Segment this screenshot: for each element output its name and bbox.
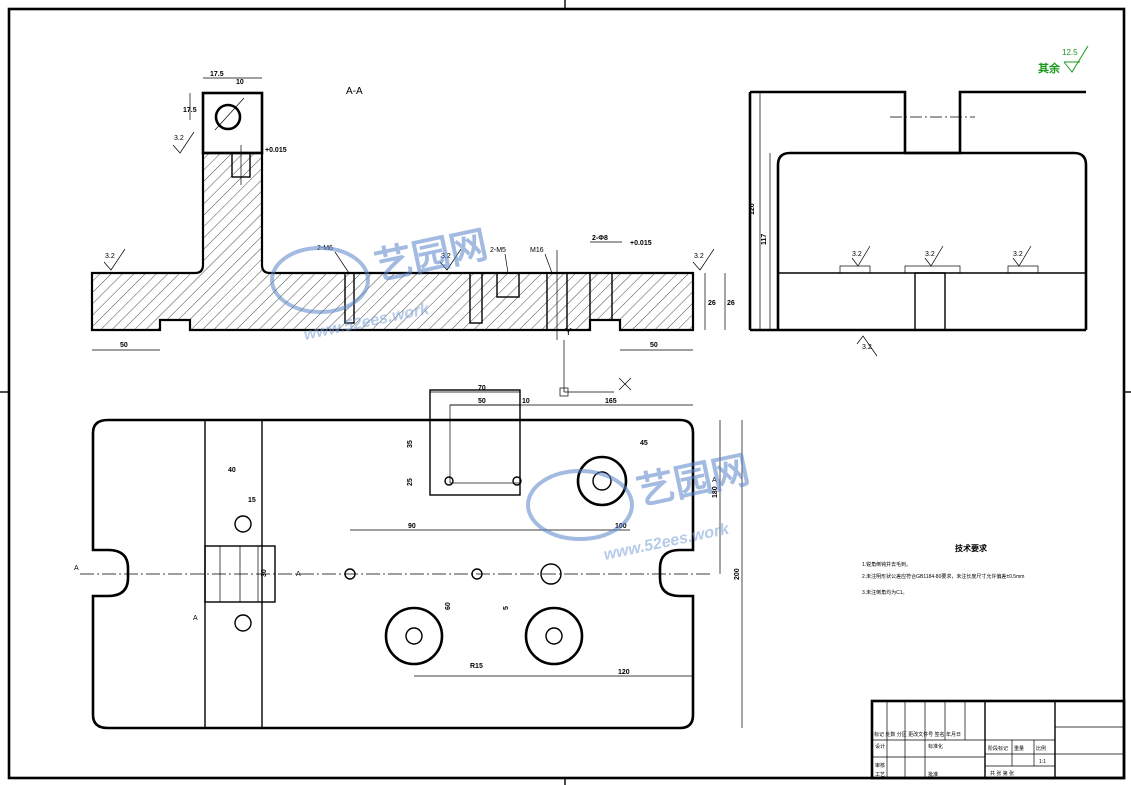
dim-left-width: 50 [120,342,128,349]
tb-weight: 重量 [1014,745,1024,752]
tech-req-line-3: 3.未注倒角均为C1。 [862,589,908,596]
top-boss [201,91,264,155]
section-mark-mid: A [296,571,301,578]
tb-scale: 1:1 [1039,759,1046,765]
plan-view: A A A A 70 50 10 165 35 25 45 40 15 30 9… [74,385,743,730]
tech-req-line-2: 2.未注明形状公差应符合GB1184-80要求，未注长度尺寸允许偏差±0.5mm [862,573,1024,580]
rough-section-1: 3.2 [174,135,184,142]
dim-tolerance: +0.015 [630,240,652,247]
rough-section-2: 3.2 [105,253,115,260]
section-view-a-a: A-A 17.5 10 17.5 50 50 [90,71,735,397]
dim-plan-90: 90 [408,523,416,530]
side-view: 120 117 3.2 3.2 3.2 3.2 [748,90,1088,357]
rough-side-2: 3.2 [925,251,935,258]
rough-section-4: 3.2 [694,253,704,260]
general-roughness-label: 其余 [1038,61,1061,75]
dim-plan-40: 40 [228,467,236,474]
section-body [90,151,695,332]
rough-side-1: 3.2 [852,251,862,258]
tb-sheets: 共 张 第 张 [990,770,1014,777]
section-marks: A A A A [74,477,717,622]
dim-plan-200: 200 [734,568,741,580]
section-dimensions: 17.5 10 17.5 50 50 26 26 2-Φ8 +0.015 +0.… [92,71,735,351]
dim-plan-120: 120 [618,669,630,676]
dim-bore-note: 2-Φ8 [592,235,608,242]
plan-dimensions: 70 50 10 165 35 25 45 40 15 30 90 100 60… [228,385,743,728]
dim-plan-45: 45 [640,440,648,447]
rough-section-3: 3.2 [441,253,451,260]
dim-plan-60: 60 [445,602,452,610]
section-title: A-A [346,86,363,97]
general-roughness-value: 12.5 [1062,48,1078,57]
dim-side-view-h1: 120 [749,203,756,215]
tb-review: 审核 [875,762,885,769]
tb-scale-label: 比例 [1036,745,1046,752]
dim-plan-5: 5 [503,606,510,610]
dim-side-height: 26 [708,300,716,307]
dim-plan-10: 10 [522,398,530,405]
dim-side-height-2: 26 [727,300,735,307]
dim-tolerance-boss: +0.015 [265,147,287,154]
tb-process: 工艺 [875,772,885,778]
dim-plan-165: 165 [605,398,617,405]
dim-top-width: 17.5 [210,71,224,78]
dim-plan-35: 35 [407,440,414,448]
callout-m5: 2-M5 [490,247,506,254]
title-block: 标记 处数 分区 更改文件号 签名 年月日 设计 标准化 阶段标记 重量 比例 … [870,699,1126,780]
ucs-axis-icon: Y [559,327,632,397]
dim-top-a: 10 [236,79,244,86]
tb-designer: 设计 [875,743,885,750]
dim-plan-25: 25 [407,478,414,486]
plan-outline [91,418,695,730]
section-mark-low: A [193,615,198,622]
rough-side-bottom: 3.2 [862,344,872,351]
dim-plan-50: 50 [478,398,486,405]
boss-hole [214,103,242,131]
callout-m16: M16 [530,247,544,254]
dim-top-height: 17.5 [183,107,197,114]
technical-requirements: 技术要求 1.锐角倒钝并去毛刺。 2.未注明形状公差应符合GB1184-80要求… [862,543,1024,596]
tb-stage: 阶段标记 [988,745,1008,752]
dim-right-width: 50 [650,342,658,349]
tb-standard: 标准化 [928,743,943,750]
dim-side-view-h2: 117 [761,234,768,245]
section-mark-left: A [74,565,79,572]
section-roughness: 3.2 3.2 3.2 3.2 [103,131,715,271]
dim-plan-70: 70 [478,385,486,392]
section-holes [344,250,613,340]
dim-plan-15: 15 [248,497,256,504]
section-mark-right: A [712,477,717,484]
rough-side-3: 3.2 [1013,251,1023,258]
tb-row1: 标记 处数 分区 更改文件号 签名 年月日 [874,731,961,738]
dim-plan-r: R15 [470,663,483,670]
dim-plan-30: 30 [261,569,268,577]
dim-plan-180: 180 [712,486,719,498]
tech-req-line-1: 1.锐角倒钝并去毛刺。 [862,561,911,568]
axis-y-label: Y [565,327,572,338]
tech-req-title: 技术要求 [955,543,988,553]
tb-approve: 批准 [928,771,938,778]
general-roughness-symbol: 其余 12.5 [1038,45,1089,75]
